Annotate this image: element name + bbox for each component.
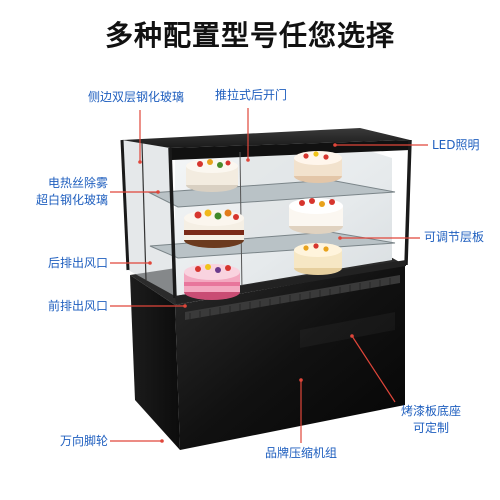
front-vent-slats (189, 278, 391, 319)
label-casters: 万向脚轮 (59, 434, 108, 448)
cake-middle-left (184, 209, 244, 248)
label-heated-glass-line1: 电热丝除雾 (47, 176, 108, 190)
frame-post-front-left (168, 147, 177, 299)
label-compressor: 品牌压缩机组 (264, 446, 337, 460)
cake-top-right (294, 151, 342, 183)
cake-bottom-left (184, 264, 240, 300)
cake-middle-right (289, 198, 343, 234)
shelf-middle (149, 231, 396, 259)
leader-dots (138, 143, 354, 443)
label-heated-glass-line2: 超白钢化玻璃 (35, 193, 108, 207)
top-lid (122, 128, 410, 148)
cake-top-left (186, 159, 238, 192)
cakes (184, 151, 343, 300)
leader-lines (110, 108, 428, 443)
label-sliding-door: 推拉式后开门 (214, 88, 287, 102)
label-base-line2: 可定制 (412, 421, 449, 435)
label-front-vent: 前排出风口 (47, 299, 108, 313)
label-adjustable-shelf: 可调节层板 (424, 230, 485, 244)
shelf-upper (148, 179, 396, 208)
label-base-line1: 烤漆板底座 (400, 404, 461, 418)
label-side-glass: 侧边双层钢化玻璃 (87, 90, 184, 104)
side-glass-left (122, 140, 175, 296)
base-side-panel (130, 275, 180, 450)
frame-post-back-left (120, 139, 130, 271)
frame-post-front-right (404, 139, 412, 266)
cake-bottom-right (294, 243, 342, 275)
front-vent-grille (185, 275, 400, 320)
page-title: 多种配置型号任您选择 (104, 19, 395, 52)
leader-base (351, 335, 396, 403)
label-led-light: LED照明 (432, 138, 480, 152)
label-rear-vent: 后排出风口 (47, 256, 108, 270)
